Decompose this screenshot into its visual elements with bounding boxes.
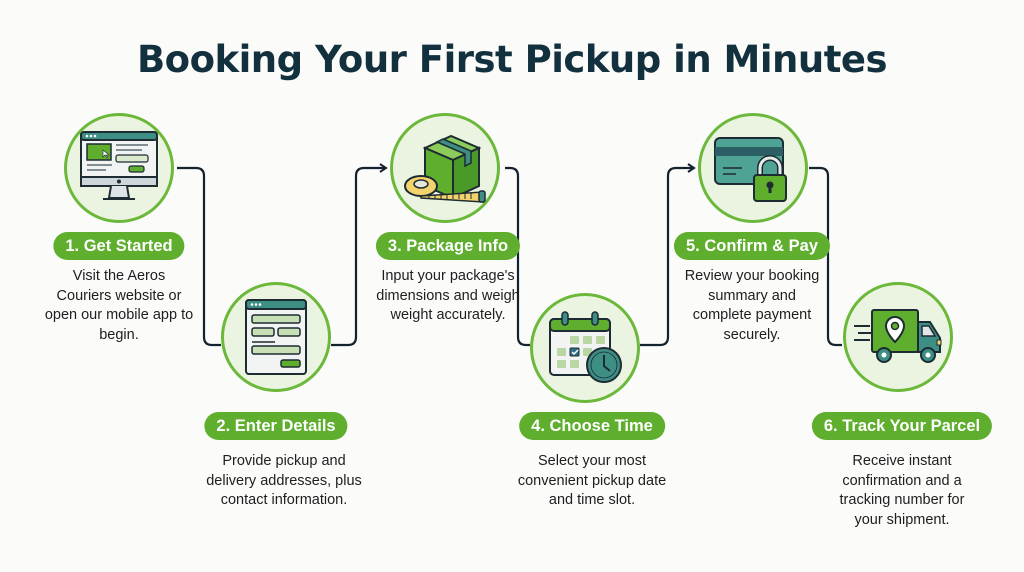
- calendar-clock-icon: [549, 311, 622, 383]
- step-6-description: Receive instant confirmation and a track…: [839, 453, 965, 528]
- delivery-truck-location-icon: [854, 309, 942, 363]
- step-5-circle: [698, 113, 808, 223]
- credit-card-lock-icon: [714, 137, 787, 202]
- step-2-description: Provide pickup and delivery addresses, p…: [206, 453, 362, 508]
- connector-2-3: [331, 163, 388, 347]
- step-3-label: 3. Package Info: [375, 232, 521, 260]
- step-3-circle: [390, 113, 500, 223]
- step-4-label: 4. Choose Time: [519, 412, 665, 440]
- step-5-description: Review your booking summary and complete…: [684, 268, 820, 343]
- connector-3-4: [505, 166, 530, 347]
- desktop-monitor-icon: [80, 131, 158, 200]
- step-3-description: Input your package's dimensions and weig…: [376, 268, 520, 323]
- connector-1-2: [177, 166, 221, 347]
- step-5-label: 5. Confirm & Pay: [673, 232, 831, 260]
- step-6-label: 6. Track Your Parcel: [811, 412, 993, 440]
- form-window-icon: [245, 299, 307, 375]
- step-2-label: 2. Enter Details: [204, 412, 348, 440]
- step-2-circle: [221, 282, 331, 392]
- step-1-description: Visit the Aeros Couriers website or open…: [44, 268, 194, 343]
- step-1-label: 1. Get Started: [53, 232, 185, 260]
- step-4-description: Select your most convenient pickup date …: [517, 453, 667, 508]
- package-tape-measure-icon: [404, 134, 486, 203]
- connector-4-5: [640, 163, 696, 347]
- page-title: Booking Your First Pickup in Minutes: [136, 38, 888, 81]
- step-4-circle: [530, 293, 640, 403]
- step-1-circle: [64, 113, 174, 223]
- step-6-circle: [843, 282, 953, 392]
- connector-5-6: [809, 166, 842, 347]
